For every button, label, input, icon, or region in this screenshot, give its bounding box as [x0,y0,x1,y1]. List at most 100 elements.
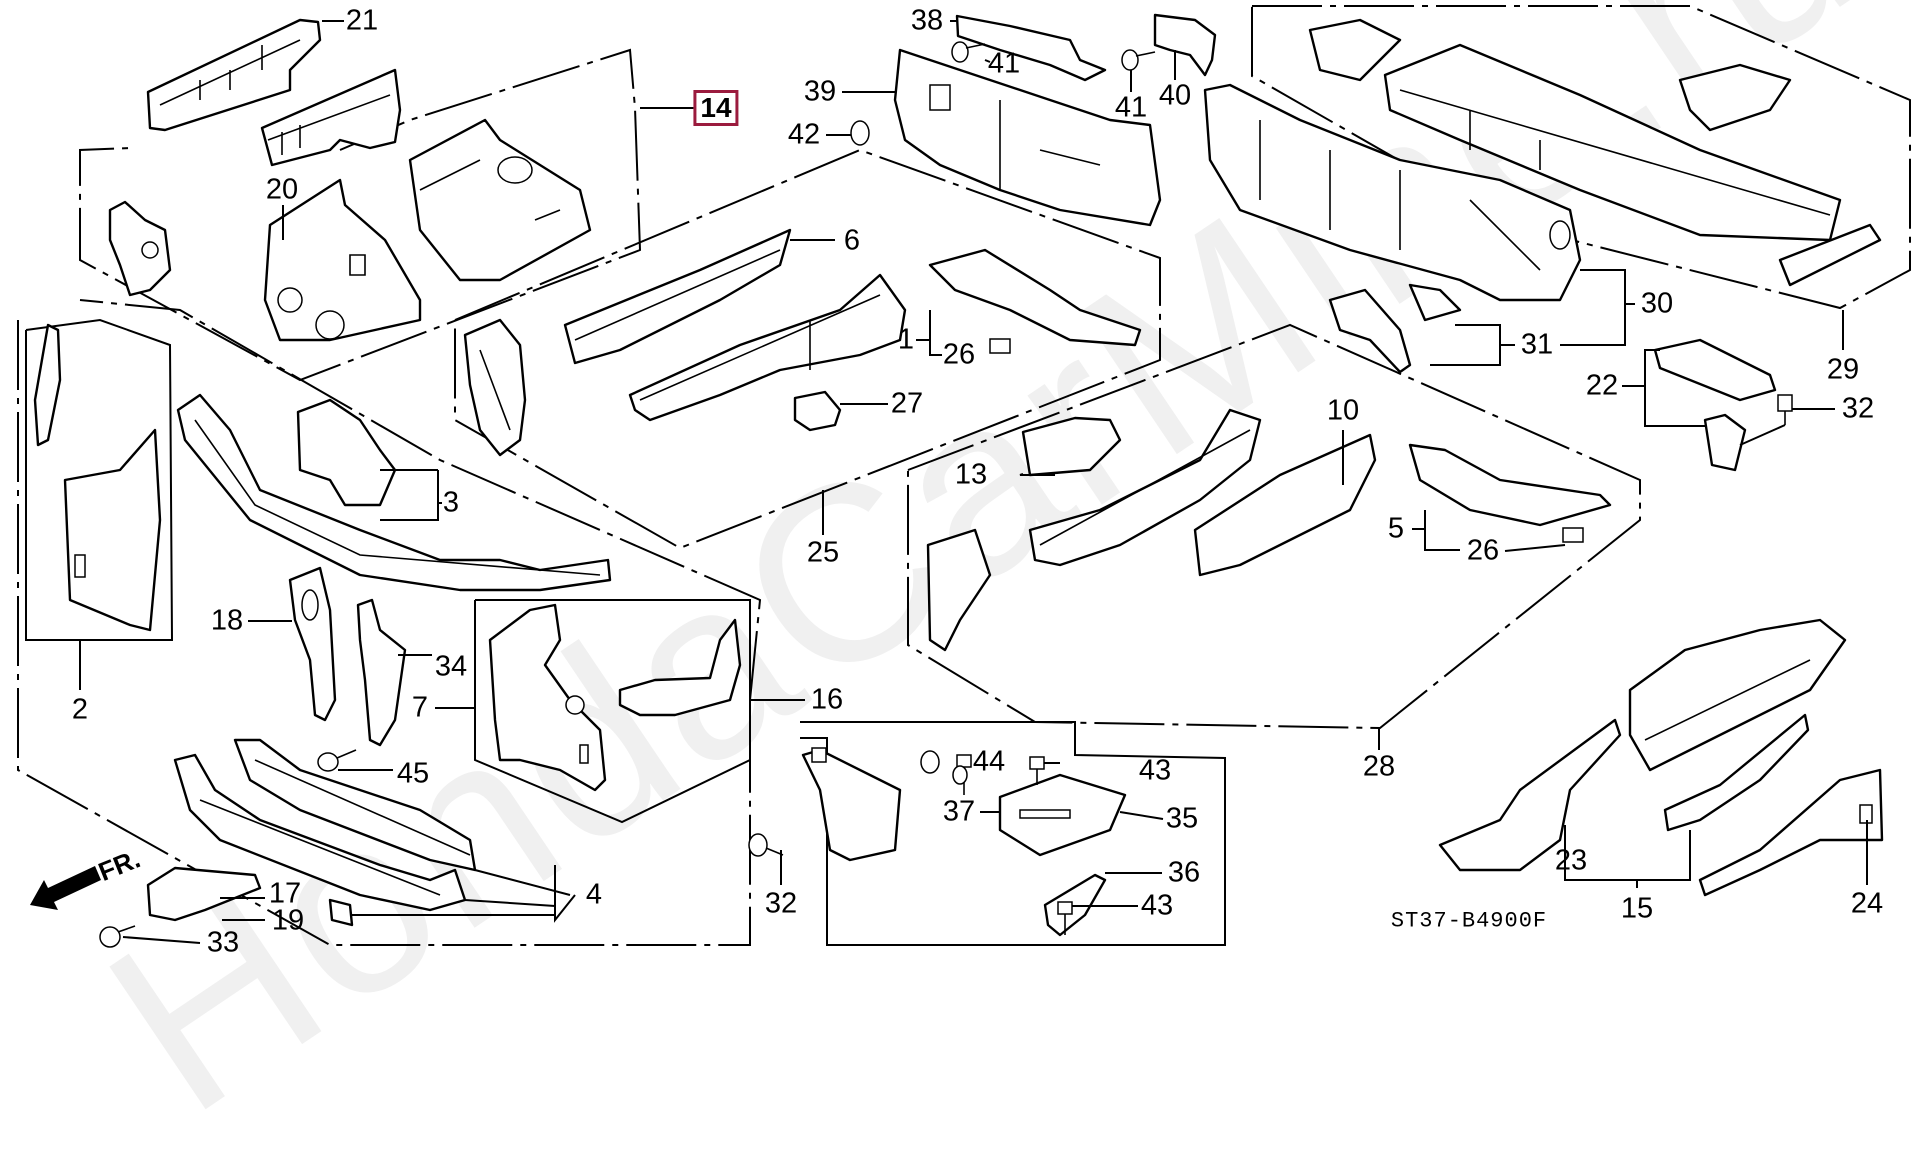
callout-34[interactable]: 34 [434,650,468,683]
part-15-apron[interactable] [1628,618,1847,772]
callout-26a[interactable]: 26 [942,338,976,371]
callout-37[interactable]: 37 [942,795,976,828]
callout-28[interactable]: 28 [1362,750,1396,783]
group-outline-28 [907,323,1641,730]
part-upper-crossmember[interactable] [176,393,612,592]
parts-diagram [17,5,1911,948]
part-15-rail[interactable] [1663,713,1810,832]
callout-25[interactable]: 25 [806,536,840,569]
callout-23[interactable]: 23 [1554,844,1588,877]
part-4-lower[interactable] [173,753,467,912]
part-5[interactable] [1408,443,1612,527]
callout-20[interactable]: 20 [265,173,299,206]
part-29-cowl[interactable] [1308,18,1882,287]
callout-1[interactable]: 1 [897,323,915,356]
part-18[interactable] [288,566,337,722]
callout-31[interactable]: 31 [1520,328,1554,361]
callout-26b[interactable]: 26 [1466,534,1500,567]
callout-43a[interactable]: 43 [1138,754,1172,787]
callout-17[interactable]: 17 [268,877,302,910]
callout-22[interactable]: 22 [1585,369,1619,402]
callout-42[interactable]: 42 [787,118,821,151]
part-28-frame[interactable] [1028,408,1262,567]
part-35[interactable] [998,773,1127,857]
part-16-bracket[interactable] [618,618,742,717]
callout-32-right[interactable]: 32 [1841,392,1875,425]
callout-41b[interactable]: 41 [1114,91,1148,124]
part-17[interactable] [146,866,262,922]
callout-38[interactable]: 38 [910,4,944,37]
callout-2[interactable]: 2 [71,693,89,726]
part-38[interactable] [955,14,1107,82]
fastener-43b[interactable] [1057,901,1073,935]
callout-44[interactable]: 44 [972,745,1006,778]
part-10[interactable] [1193,433,1377,577]
clip-26b[interactable] [1562,527,1584,543]
callout-40[interactable]: 40 [1158,79,1192,112]
mount-rubber[interactable] [920,750,968,785]
part-31[interactable] [1328,283,1462,374]
part-39[interactable] [893,48,1162,227]
part-20[interactable] [263,178,422,342]
part-34[interactable] [356,598,407,747]
front-direction-arrow-icon [30,866,101,910]
callout-33[interactable]: 33 [206,926,240,959]
part-27[interactable] [793,390,842,432]
callout-32-bottom[interactable]: 32 [764,887,798,920]
callout-43b[interactable]: 43 [1140,889,1174,922]
callout-6[interactable]: 6 [843,224,861,257]
part-hood-hinge[interactable] [108,200,172,297]
callout-39[interactable]: 39 [803,75,837,108]
callout-5[interactable]: 5 [1387,512,1405,545]
fastener-41b[interactable] [1121,49,1156,71]
fastener-45[interactable] [317,749,357,772]
clip-19[interactable] [328,898,354,927]
clip-26a[interactable] [989,338,1011,354]
callout-36[interactable]: 36 [1167,856,1201,889]
part-24[interactable] [1698,768,1884,897]
callout-4[interactable]: 4 [585,878,603,911]
part-37-bracket[interactable] [801,747,902,862]
callout-41a[interactable]: 41 [987,47,1021,80]
part-21[interactable] [146,18,322,132]
part-20-panel[interactable] [260,68,402,167]
fastener-42[interactable] [850,120,870,146]
part-2[interactable] [33,323,162,632]
fastener-32-right[interactable] [1777,394,1793,425]
part-1-outrigger[interactable] [928,248,1142,347]
callout-14-highlighted[interactable]: 14 [693,90,739,126]
callout-10[interactable]: 10 [1326,394,1360,427]
callout-24[interactable]: 24 [1850,887,1884,920]
callout-18[interactable]: 18 [210,604,244,637]
part-7[interactable] [488,603,607,792]
part-13[interactable] [1021,416,1122,477]
fastener-32-bottom[interactable] [748,833,784,857]
part-wheelhouse[interactable] [408,118,592,282]
part-23[interactable] [1438,718,1622,872]
part-4-upper[interactable] [233,738,477,872]
callout-30[interactable]: 30 [1640,287,1674,320]
callout-45[interactable]: 45 [396,757,430,790]
group-outline-25 [454,148,1161,550]
callout-27[interactable]: 27 [890,387,924,420]
fastener-41a[interactable] [951,41,986,63]
callout-3[interactable]: 3 [442,486,460,519]
callout-7[interactable]: 7 [411,691,429,724]
callout-13[interactable]: 13 [954,458,988,491]
callout-19[interactable]: 19 [271,904,305,937]
part-25-bracket[interactable] [463,318,527,457]
callout-16[interactable]: 16 [810,683,844,716]
callout-15[interactable]: 15 [1620,892,1654,925]
diagram-code: ST37-B4900F [1390,908,1548,934]
callout-29[interactable]: 29 [1826,353,1860,386]
fastener-33[interactable] [99,925,136,948]
part-1-frame[interactable] [628,273,907,422]
part-6[interactable] [563,228,792,365]
part-40[interactable] [1153,13,1217,77]
part-28-bracket[interactable] [926,528,992,652]
part-30-dashboard[interactable] [1203,83,1582,302]
callout-35[interactable]: 35 [1165,802,1199,835]
callout-21[interactable]: 21 [345,4,379,37]
part-22[interactable] [1653,338,1777,472]
part-3[interactable] [296,398,397,507]
